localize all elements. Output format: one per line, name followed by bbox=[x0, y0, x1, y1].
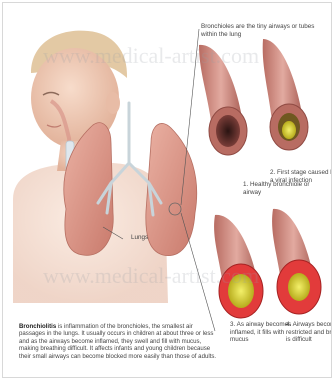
caption-restricted: 4. Airways become restricted and breathi… bbox=[286, 321, 332, 344]
airway-restricted bbox=[272, 209, 321, 314]
caption-first-stage: 2. First stage caused by a viral infecti… bbox=[270, 169, 332, 184]
diagram-header: Bronchioles are the tiny airways or tube… bbox=[201, 23, 329, 38]
watermark: www.medical-artist.com bbox=[43, 263, 259, 288]
illustration-frame: www.medical-artist.com www.medical-artis… bbox=[2, 2, 332, 378]
description-text: Bronchiolitis is inflammation of the bro… bbox=[19, 323, 217, 360]
airway-first-stage bbox=[263, 39, 308, 150]
watermark: www.medical-artist.com bbox=[43, 43, 259, 68]
description-term: Bronchiolitis bbox=[19, 323, 56, 330]
child-ear bbox=[106, 92, 120, 114]
lungs-label: Lungs bbox=[131, 234, 148, 242]
